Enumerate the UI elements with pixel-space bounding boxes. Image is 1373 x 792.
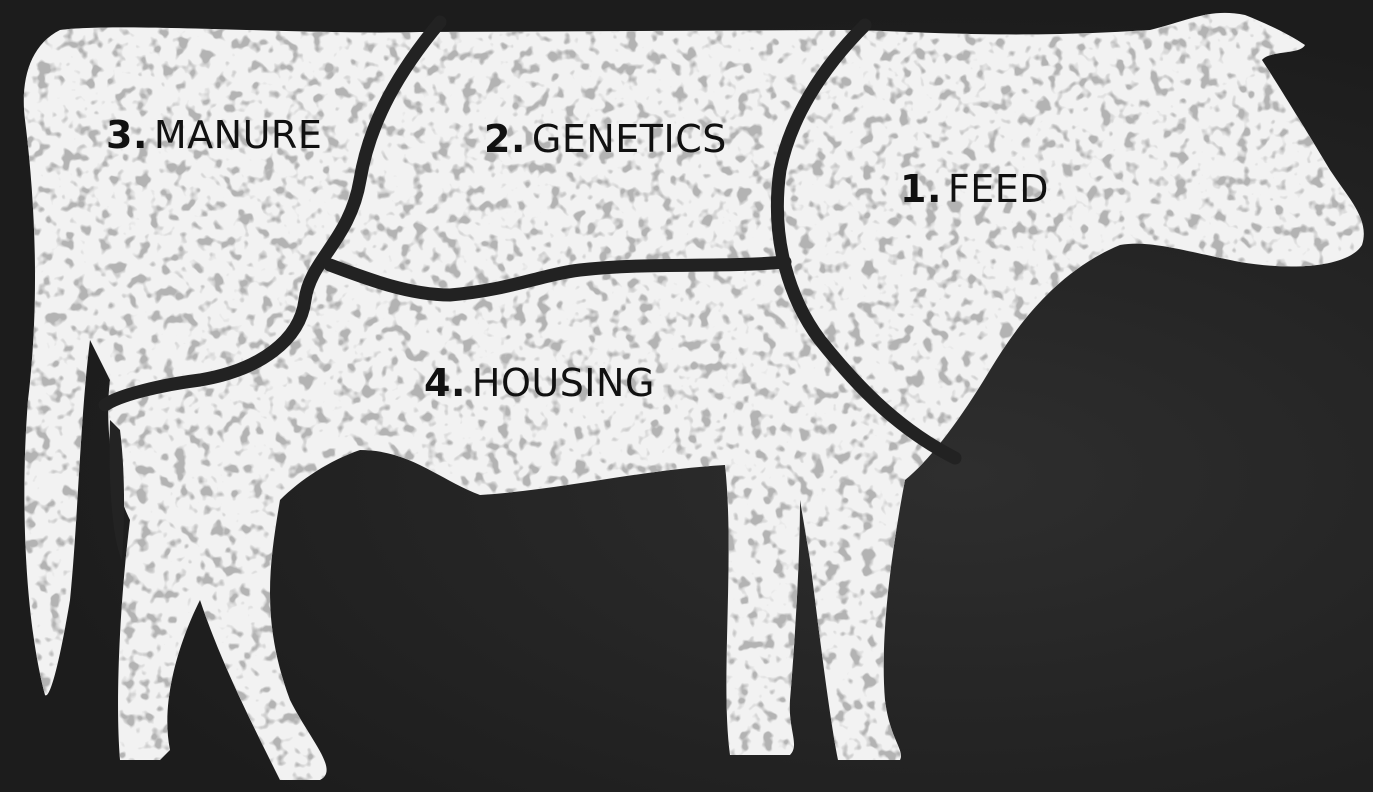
region-housing: 4.HOUSING [424, 364, 655, 402]
region-manure-label: MANURE [154, 113, 322, 157]
region-feed: 1.FEED [900, 170, 1049, 208]
region-genetics: 2.GENETICS [484, 120, 727, 158]
region-housing-number: 4. [424, 361, 466, 405]
region-genetics-number: 2. [484, 117, 526, 161]
region-manure-number: 3. [106, 113, 148, 157]
region-feed-label: FEED [948, 167, 1049, 211]
region-manure: 3.MANURE [106, 116, 322, 154]
region-genetics-label: GENETICS [532, 117, 727, 161]
region-feed-number: 1. [900, 167, 942, 211]
region-housing-label: HOUSING [472, 361, 655, 405]
